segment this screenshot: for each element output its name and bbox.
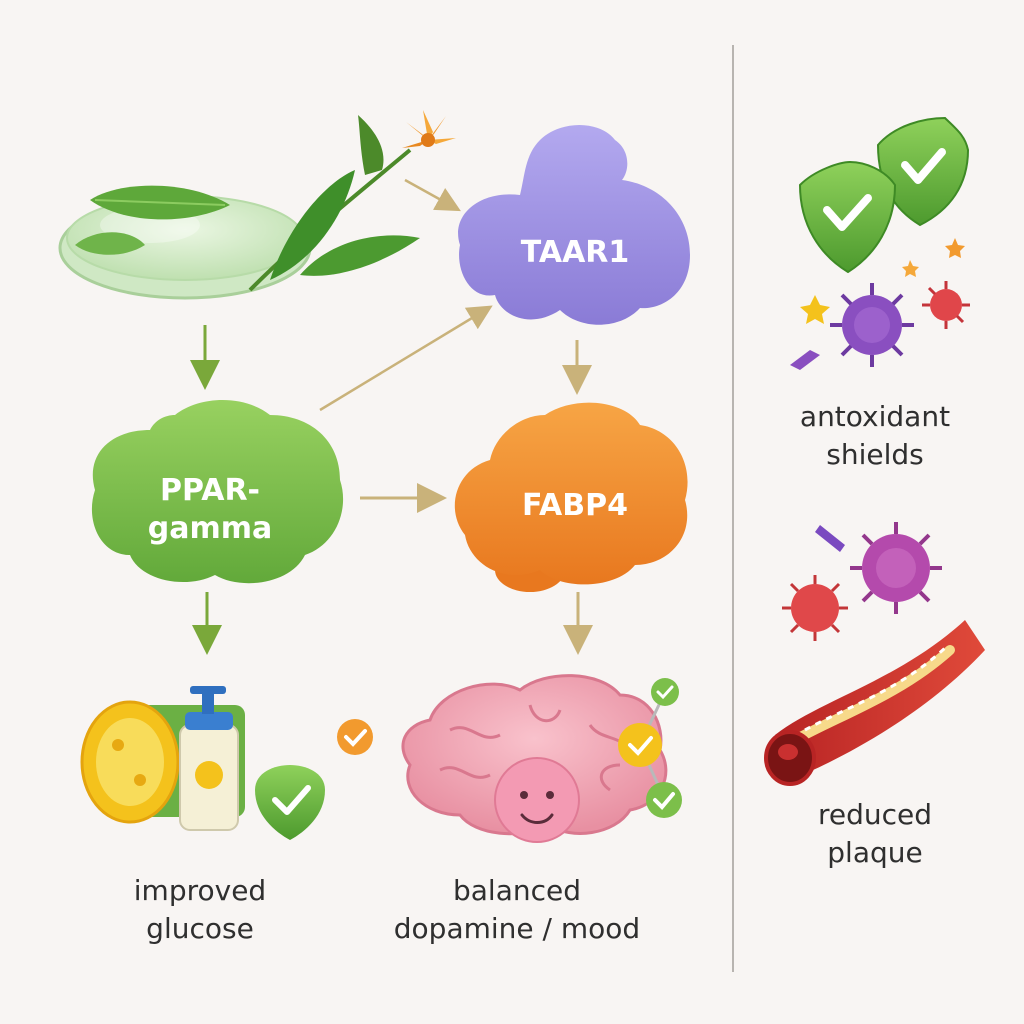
antioxidant-shields-icon bbox=[790, 116, 970, 370]
glucose-outcome-line2: glucose bbox=[146, 912, 254, 945]
herb-dish-icon bbox=[58, 110, 456, 300]
ppar-label-line1: PPAR- bbox=[160, 473, 260, 508]
ppar-label-line2: gamma bbox=[148, 511, 272, 546]
fabp4-node: FABP4 bbox=[454, 402, 688, 592]
mood-outcome-line2: dopamine / mood bbox=[393, 912, 641, 945]
mood-outcome-line1: balanced bbox=[452, 874, 581, 907]
mood-outcome-label: balanced dopamine / mood bbox=[372, 872, 662, 948]
glucose-icon bbox=[80, 686, 373, 840]
taar1-label: TAAR1 bbox=[521, 235, 630, 270]
glucose-outcome-label: improved glucose bbox=[90, 872, 310, 948]
plaque-outcome-line2: plaque bbox=[827, 836, 923, 869]
arrow-herb-to-taar1 bbox=[404, 178, 461, 212]
antioxidant-outcome-line1: antoxidant bbox=[799, 400, 951, 433]
taar1-node: TAAR1 bbox=[458, 125, 690, 325]
plaque-outcome-line1: reduced bbox=[817, 798, 933, 831]
brain-icon bbox=[401, 674, 682, 843]
fabp4-label: FABP4 bbox=[522, 488, 628, 523]
ppar-gamma-node: PPAR- gamma bbox=[91, 400, 344, 584]
antioxidant-outcome-line2: shields bbox=[826, 438, 924, 471]
antioxidant-outcome-label: antoxidant shields bbox=[770, 398, 980, 474]
glucose-outcome-line1: improved bbox=[133, 874, 267, 907]
artery-plaque-icon bbox=[764, 522, 985, 786]
plaque-outcome-label: reduced plaque bbox=[790, 796, 960, 872]
arrow-ppar-to-taar1 bbox=[319, 305, 493, 412]
